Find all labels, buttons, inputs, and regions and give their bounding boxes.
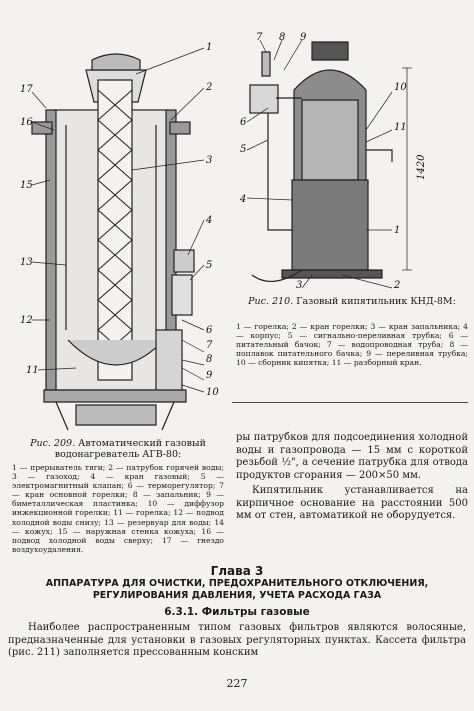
fig209-callout-6: 6 [206, 325, 213, 336]
fig209-callout-4: 4 [205, 215, 212, 226]
fig209-callout-5: 5 [206, 260, 212, 271]
fig210-callout-5: 5 [240, 144, 246, 155]
fig210-callout-4: 4 [239, 194, 246, 205]
fig209-callout-9: 9 [206, 370, 213, 381]
chapter-label: Глава 3 [210, 564, 264, 578]
fig209-callout-13: 13 [20, 257, 33, 268]
figure-209-drawing: 1 2 3 4 5 6 7 8 9 10 11 12 13 14 15 16 1… [20, 42, 219, 431]
section-paragraph: Наиболее распространенным типом газовых … [8, 622, 466, 658]
fig209-caption: Рис. 209. Автоматический газовый водонаг… [8, 438, 228, 460]
fig210-callout-1: 1 [394, 225, 400, 236]
fig209-callout-7: 7 [206, 340, 213, 351]
fig210-callout-3: 3 [296, 280, 302, 291]
chapter-title: АППАРАТУРА ДЛЯ ОЧИСТКИ, ПРЕДОХРАНИТЕЛЬНО… [45, 578, 429, 601]
section-title: 6.3.1. Фильтры газовые [164, 606, 310, 618]
fig209-caption-text: Автоматический газовый водонагреватель А… [54, 438, 206, 460]
fig210-callout-2: 2 [393, 280, 400, 291]
fig209-callout-11: 11 [26, 365, 39, 376]
fig210-callout-11: 11 [394, 122, 407, 133]
right-text-paragraph-2: Кипятильник устанавливается на кирпичное… [236, 485, 468, 521]
fig209-callout-17: 17 [20, 84, 33, 95]
fig210-caption-text: Газовый кипятильник КНД-8М: [296, 296, 456, 307]
fig209-legend: 1 — прерыватель тяги; 2 — патрубок горяч… [12, 463, 224, 554]
fig210-caption-prefix: Рис. 210. [248, 296, 294, 307]
fig210-caption: Рис. 210. Газовый кипятильник КНД-8М: [234, 296, 470, 307]
fig209-callout-1: 1 [206, 42, 212, 53]
fig209-caption-prefix: Рис. 209. [30, 438, 76, 449]
fig209-callout-15: 15 [20, 180, 33, 191]
fig210-legend: 1 — горелка; 2 — кран горелки; 3 — кран … [236, 322, 468, 368]
right-text-paragraph-1: ры патрубков для подсоединения холодной … [236, 432, 468, 481]
fig209-callout-2: 2 [205, 82, 212, 93]
divider [232, 402, 468, 403]
fig210-callout-10: 10 [394, 82, 407, 93]
fig210-callout-9: 9 [300, 32, 307, 43]
fig210-callout-8: 8 [279, 32, 285, 43]
fig209-callout-8: 8 [206, 354, 212, 365]
fig210-dimension-label: 1420 [416, 154, 427, 180]
fig209-callout-10: 10 [206, 387, 219, 398]
fig210-callout-7: 7 [256, 32, 263, 43]
fig209-callout-12: 12 [20, 315, 33, 326]
fig209-callout-16: 16 [20, 117, 33, 128]
page-number: 227 [226, 677, 248, 690]
fig210-callout-6: 6 [240, 117, 247, 128]
fig209-callout-3: 3 [206, 155, 212, 166]
figure-210-drawing: 10 11 1 2 3 4 5 6 7 8 9 1420 [239, 32, 427, 291]
